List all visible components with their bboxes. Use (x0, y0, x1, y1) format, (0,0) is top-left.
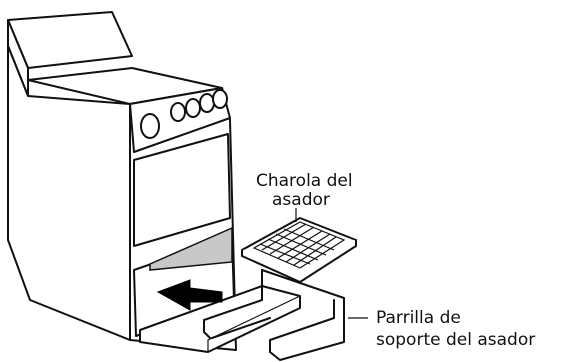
stove (7, 11, 301, 353)
oven-door (133, 133, 231, 247)
broiler-interior-shade (149, 226, 233, 271)
knob-icon (212, 89, 228, 109)
broiler-pan (241, 217, 357, 283)
pan-label-line2: asador (272, 190, 330, 210)
stove-backguard (7, 11, 133, 69)
rack-label-line2: soporte del asador (376, 330, 535, 350)
broiler-support-rack (203, 269, 345, 361)
pan-grid (259, 223, 337, 266)
knob-icon (199, 93, 215, 113)
pan-label-line1: Charola del (256, 171, 353, 191)
knob-icon (170, 102, 186, 122)
insert-arrow-icon (156, 279, 223, 311)
knob-icon (185, 98, 201, 118)
rack-label-line1: Parrilla de (376, 308, 461, 328)
knob-icon (140, 113, 160, 139)
